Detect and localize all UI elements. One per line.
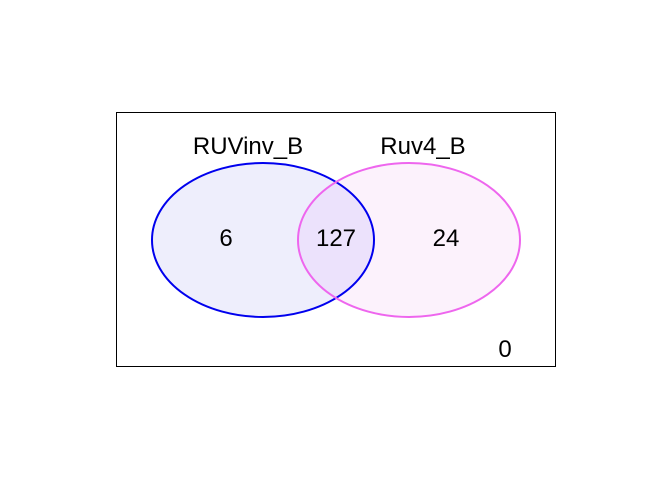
region-a-only-count: 6 <box>219 225 232 252</box>
set-b-circle-outline <box>297 162 521 318</box>
region-intersection-count: 127 <box>316 225 356 252</box>
set-a-label: RUVinv_B <box>193 133 303 160</box>
set-a-circle-outline <box>151 162 375 318</box>
universe-frame <box>116 112 556 367</box>
intersection-fill <box>298 163 374 317</box>
region-b-only-count: 24 <box>433 225 460 252</box>
region-outside-count: 0 <box>498 336 511 363</box>
set-b-label: Ruv4_B <box>380 133 465 160</box>
